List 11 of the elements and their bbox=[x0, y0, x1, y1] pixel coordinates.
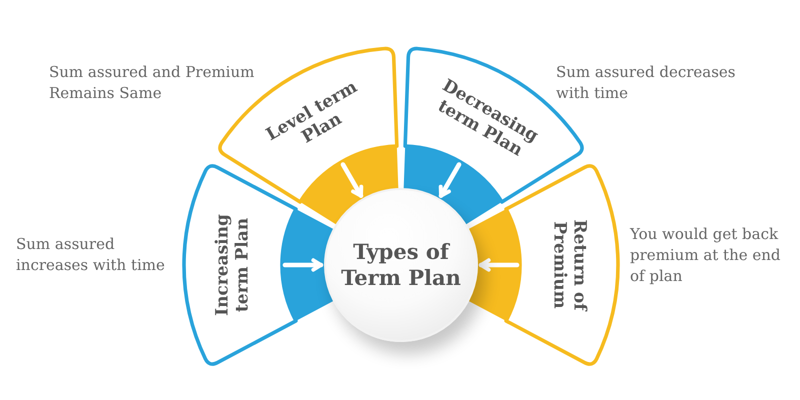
description-text: You would get back premium at the end of plan bbox=[630, 224, 782, 287]
arrow bbox=[282, 258, 324, 272]
description-text: Sum assured decreases with time bbox=[556, 62, 736, 104]
arrow bbox=[340, 162, 364, 198]
description-text: Sum assured increases with time bbox=[16, 234, 166, 276]
center-title: Types of Term Plan bbox=[340, 238, 462, 292]
arrow bbox=[478, 258, 520, 272]
arrow bbox=[438, 162, 462, 198]
description-text: Sum assured and Premium Remains Same bbox=[49, 62, 256, 104]
segment-label: Return of Premium bbox=[548, 218, 590, 314]
segment-label: Increasing term Plan bbox=[212, 213, 254, 318]
